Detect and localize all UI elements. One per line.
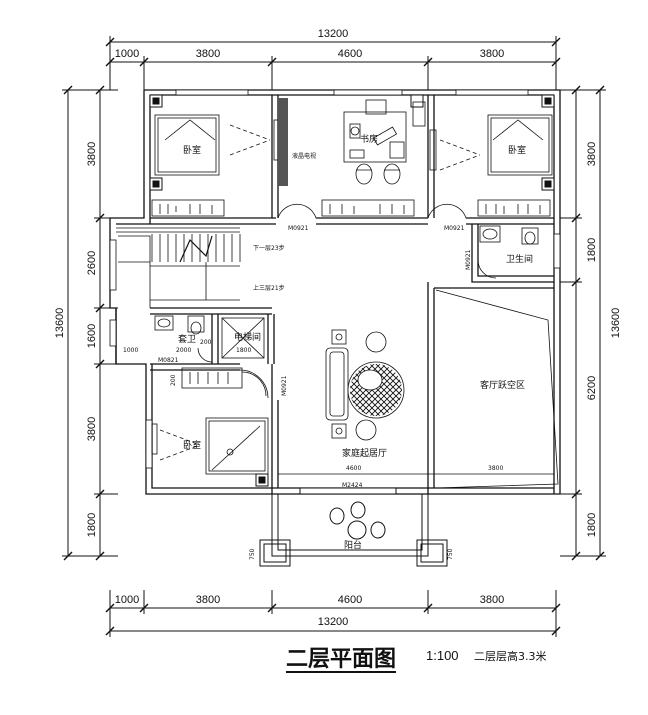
dim-right-total: 13600 <box>610 308 622 339</box>
bedroom-sw <box>151 417 269 475</box>
door-code-5: M0921 <box>281 375 288 396</box>
dim-right-2: 1800 <box>586 238 598 262</box>
elevator-shaft <box>221 317 265 359</box>
dim-inner-200b: 200 <box>170 374 177 386</box>
dim-top-total: 13200 <box>318 28 349 40</box>
dim-left-3: 1600 <box>86 324 98 348</box>
label-bedroom-sw: 卧室 <box>183 439 201 451</box>
dim-living-4600: 4600 <box>346 465 361 472</box>
tv-note: 液晶电视 <box>292 152 316 160</box>
door-code-1: M0921 <box>288 225 309 232</box>
label-living-void: 客厅跃空区 <box>480 379 525 391</box>
dim-left-4: 3800 <box>86 417 98 441</box>
door-code-3: M0921 <box>465 249 472 270</box>
dim-bottom-3: 4600 <box>338 594 362 606</box>
suite-bath <box>154 315 213 363</box>
dim-balcony-right: 750 <box>447 548 454 560</box>
stair-down-note: 下一层23步 <box>253 244 285 252</box>
dim-balcony-left: 750 <box>249 548 256 560</box>
dim-top-2: 3800 <box>196 48 220 60</box>
bedroom-nw <box>151 114 281 217</box>
living-void <box>435 289 559 489</box>
label-family-living: 家庭起居厅 <box>342 447 387 459</box>
dim-top-3: 4600 <box>338 48 362 60</box>
balcony <box>259 487 448 567</box>
floor-height-note: 二层层高3.3米 <box>474 650 547 663</box>
bathroom-ne <box>477 225 539 279</box>
stair-up-note: 上三层21步 <box>253 284 285 292</box>
wardrobe <box>181 367 267 397</box>
dim-left-total: 13600 <box>54 308 66 339</box>
dim-inner-1800: 1800 <box>236 347 251 354</box>
door-code-4: M0821 <box>158 357 179 364</box>
dim-right-4: 1800 <box>586 513 598 537</box>
coffee-table <box>357 369 383 391</box>
plan-scale: 1:100 <box>426 648 459 663</box>
label-balcony: 阳台 <box>344 539 362 551</box>
door-code-6: M2424 <box>342 482 363 489</box>
plan-title: 二层平面图 <box>286 647 397 672</box>
tv-wall <box>278 98 288 186</box>
dim-bottom-1: 1000 <box>115 594 139 606</box>
dim-bottom-total: 13200 <box>318 616 349 628</box>
label-bedroom-ne: 卧室 <box>508 144 526 156</box>
label-study: 书房 <box>360 133 378 145</box>
dim-top-1: 1000 <box>115 48 139 60</box>
dim-top-4: 3800 <box>480 48 504 60</box>
dim-bottom-4: 3800 <box>480 594 504 606</box>
dim-left-2: 2600 <box>86 251 98 275</box>
dim-inner-200a: 200 <box>200 339 212 346</box>
label-elevator: 电梯间 <box>234 331 261 343</box>
walls <box>109 89 561 495</box>
dim-bottom-2: 3800 <box>196 594 220 606</box>
label-bedroom-nw: 卧室 <box>183 144 201 156</box>
dim-right-1: 3800 <box>586 142 598 166</box>
dim-inner-1000: 1000 <box>123 347 138 354</box>
study-room <box>321 99 426 217</box>
bedroom-ne <box>429 114 553 217</box>
label-suite-bath: 套卫 <box>178 333 196 345</box>
dim-left-5: 1800 <box>86 513 98 537</box>
dim-inner-2000: 2000 <box>176 347 191 354</box>
dim-void-3800: 3800 <box>488 465 503 472</box>
dim-left-1: 3800 <box>86 142 98 166</box>
dim-right-3: 6200 <box>586 376 598 400</box>
door-code-2: M0921 <box>444 225 465 232</box>
label-bathroom-ne: 卫生间 <box>506 253 533 265</box>
staircase <box>116 227 241 308</box>
